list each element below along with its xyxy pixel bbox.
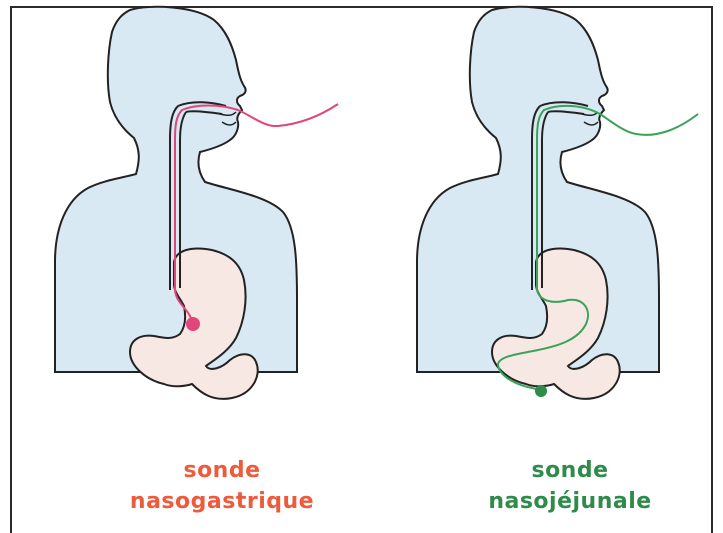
caption-nasojejunal: sonde nasojéjunale [440, 455, 700, 517]
caption-line: nasojéjunale [440, 486, 700, 517]
tube-tip-dot [186, 317, 200, 331]
panel-nasogastric [55, 7, 338, 399]
tube-tip-dot [535, 385, 547, 397]
caption-nasogastric: sonde nasogastrique [92, 455, 352, 517]
caption-line: nasogastrique [92, 486, 352, 517]
caption-line: sonde [440, 455, 700, 486]
caption-line: sonde [92, 455, 352, 486]
panel-nasojejunal [417, 7, 698, 399]
